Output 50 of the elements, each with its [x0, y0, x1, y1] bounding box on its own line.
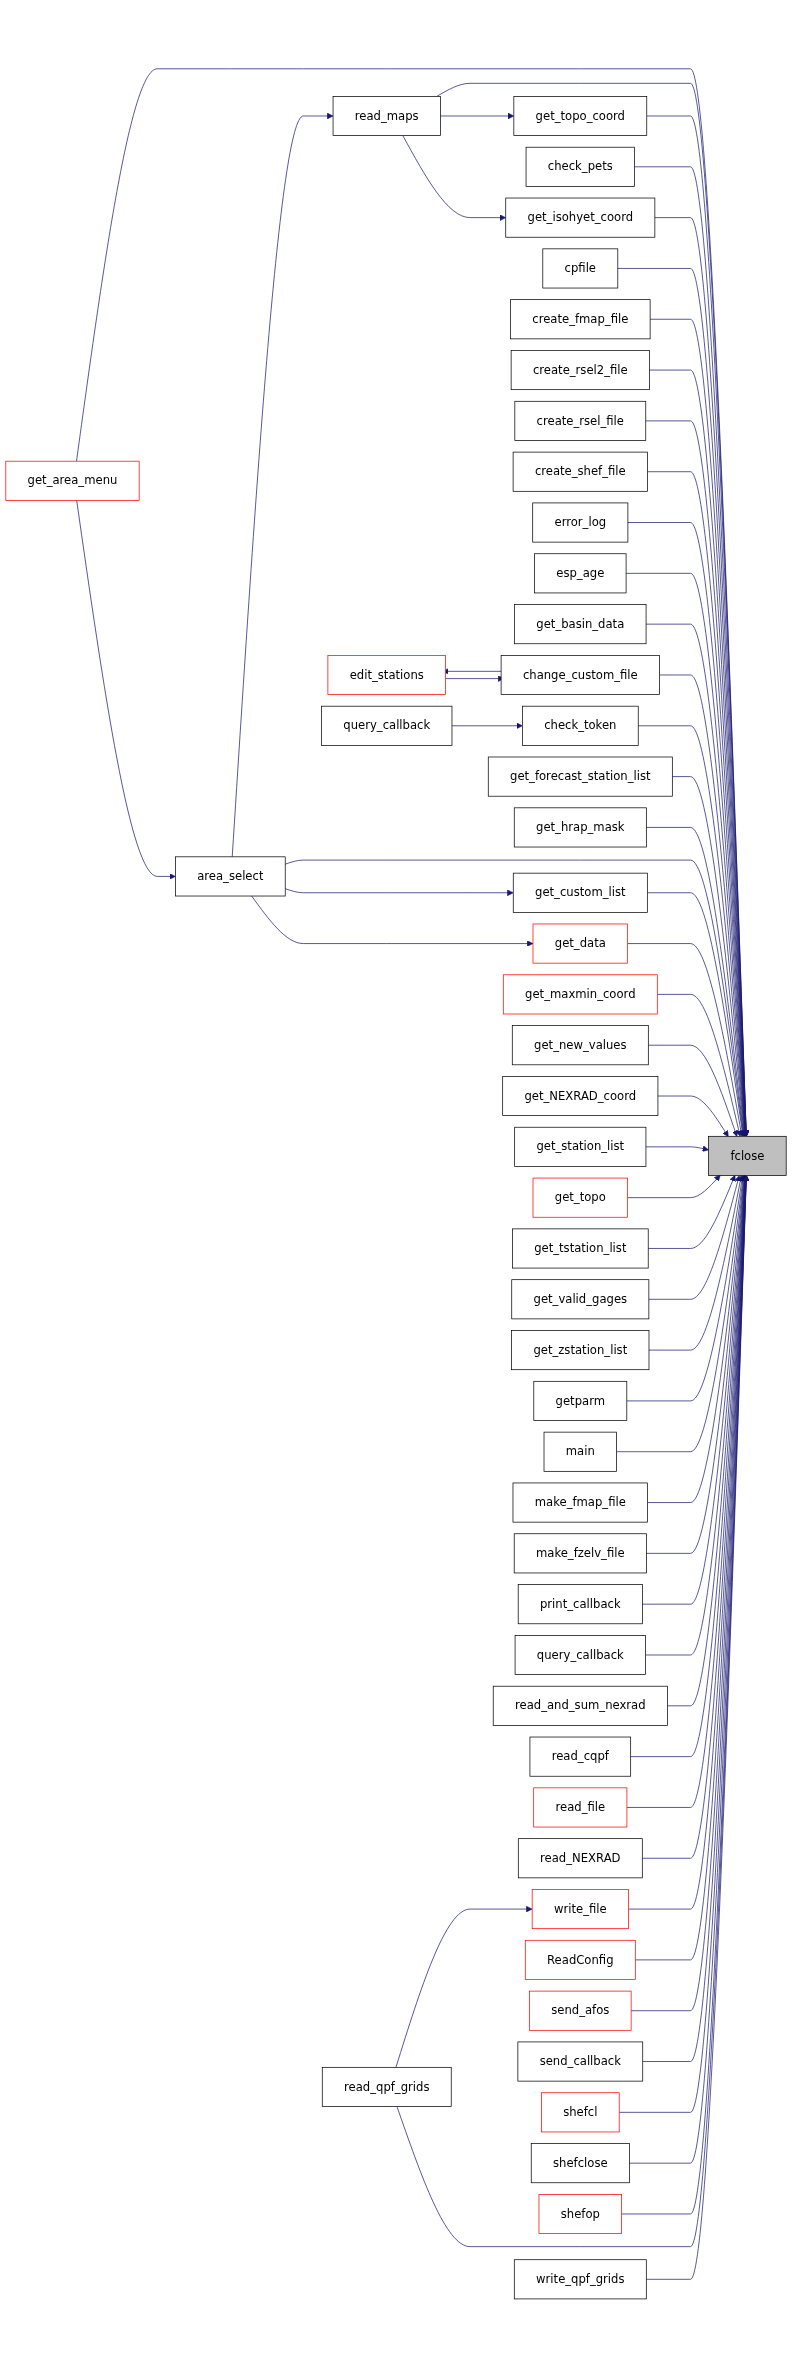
node-box: query_callback — [514, 1635, 646, 1676]
node-box: get_valid_gages — [511, 1279, 650, 1320]
node-box: get_data — [532, 923, 628, 964]
node-box: cpfile — [542, 248, 619, 289]
node-box: get_maxmin_coord — [502, 974, 658, 1015]
node-box: esp_age — [534, 553, 627, 594]
node-box: make_fzelv_file — [513, 1533, 647, 1574]
node-box: create_shef_file — [512, 451, 648, 492]
node-box: change_custom_file — [500, 655, 660, 696]
node-box: get_station_list — [514, 1127, 647, 1167]
node-box: get_NEXRAD_coord — [502, 1076, 659, 1117]
node-box: send_callback — [517, 2041, 644, 2082]
node-box: send_afos — [529, 1990, 632, 2031]
node-box: get_new_values — [511, 1025, 649, 1066]
node-box: print_callback — [517, 1584, 643, 1625]
node-box: create_rsel2_file — [510, 350, 650, 391]
node-box: getparm — [533, 1381, 628, 1422]
node-box: query_callback — [321, 705, 453, 746]
node-box: create_rsel_file — [514, 401, 647, 441]
node-box: get_topo — [532, 1177, 628, 1218]
node-box: write_qpf_grids — [513, 2259, 647, 2300]
node-box: error_log — [532, 502, 629, 543]
node-box: read_file — [533, 1787, 628, 1828]
node-box: read_qpf_grids — [321, 2067, 452, 2108]
node-box: write_file — [531, 1889, 629, 1930]
node-box: read_maps — [332, 96, 441, 137]
node-box: get_isohyet_coord — [505, 197, 656, 238]
node-box: shefop — [538, 2194, 622, 2235]
node-box: get_hrap_mask — [513, 807, 647, 848]
node-box: make_fmap_file — [512, 1482, 648, 1523]
node-box: get_tstation_list — [512, 1228, 649, 1269]
node-box: get_topo_coord — [513, 96, 648, 137]
node-box: get_basin_data — [514, 604, 647, 645]
node-box: ReadConfig — [524, 1940, 636, 1980]
node-box: fclose — [708, 1136, 787, 1176]
node-box: check_pets — [525, 147, 635, 187]
node-box: get_custom_list — [512, 872, 648, 913]
node-box: area_select — [175, 856, 286, 897]
node-box: get_forecast_station_list — [487, 756, 673, 797]
node-box: read_NEXRAD — [517, 1838, 643, 1879]
node-box: shefcl — [541, 2092, 620, 2133]
node-box: check_token — [522, 705, 639, 746]
node-box: main — [543, 1431, 617, 1472]
node-box: read_cqpf — [529, 1736, 632, 1777]
node-box: get_zstation_list — [511, 1330, 650, 1371]
node-box: get_area_menu — [5, 460, 140, 501]
node-box: edit_stations — [327, 655, 446, 696]
node-box: read_and_sum_nexrad — [492, 1686, 668, 1726]
node-box: create_fmap_file — [510, 299, 651, 340]
node-box: shefclose — [530, 2143, 630, 2184]
